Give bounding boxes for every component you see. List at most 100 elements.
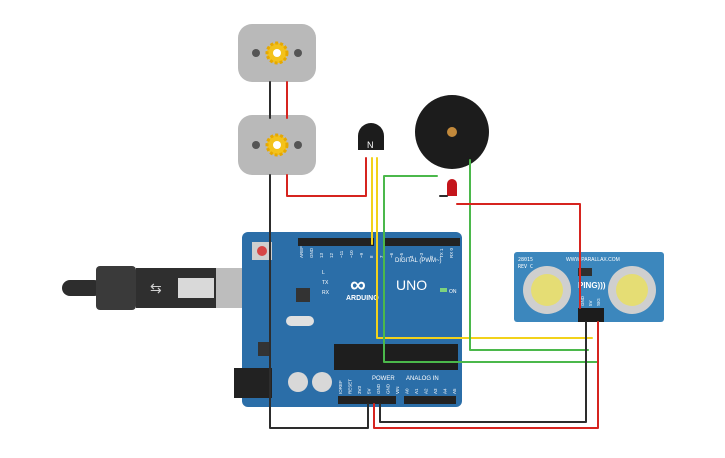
- usb-connector: [216, 268, 246, 308]
- motor-1-shaft: [273, 49, 281, 57]
- wire-led-red[interactable]: [456, 203, 581, 309]
- usb-plug-metal: [178, 278, 214, 298]
- sensor-pin-label-0: GND: [580, 295, 585, 306]
- usb-cable[interactable]: ⇆: [62, 266, 246, 310]
- led-label-0: L: [322, 270, 325, 276]
- sensor-pin-header[interactable]: [578, 308, 604, 322]
- top-pin-label-11: 4: [409, 255, 414, 258]
- motor-2-screw-right: [294, 141, 302, 149]
- sensor-indicator: [578, 268, 592, 276]
- piezo-buzzer[interactable]: [415, 95, 489, 169]
- reset-button-cap[interactable]: [257, 246, 267, 256]
- motor-2-screw-left: [252, 141, 260, 149]
- bottom-pin-label-5: GND: [386, 383, 391, 394]
- atmega-chip: [334, 344, 458, 370]
- model-label: UNO: [396, 277, 427, 293]
- dc-motor-1[interactable]: [238, 24, 316, 82]
- bottom-pin-label-12: A5: [452, 388, 457, 394]
- usb-chip: [296, 288, 310, 302]
- digital-header-right[interactable]: [384, 238, 460, 246]
- ping-ultrasonic-sensor[interactable]: 28015 REV C WWW.PARALLAX.COM PING))) GND…: [514, 252, 664, 322]
- wire-buzzer-green-2[interactable]: [469, 159, 589, 351]
- npn-transistor[interactable]: N: [358, 123, 384, 150]
- buzzer-hole: [447, 127, 457, 137]
- top-pin-labels: AREF GND 13 12 ~11 ~10 ~9 8 7 ~6 ~5 4 ~3 2 TX 1 RX 0: [299, 246, 454, 258]
- crystal: [286, 316, 314, 326]
- bottom-pin-label-0: IOREF: [338, 380, 343, 394]
- usb-cable-strain-relief: [62, 280, 102, 296]
- top-pin-label-6: ~9: [359, 252, 364, 258]
- top-pin-label-12: ~3: [419, 252, 424, 258]
- bottom-pin-label-7: A0: [405, 388, 410, 394]
- power-header-label: POWER: [372, 376, 395, 382]
- on-label: ON: [449, 289, 457, 295]
- bottom-pin-label-11: A4: [443, 388, 448, 394]
- top-pin-label-10: ~5: [399, 252, 404, 258]
- voltage-regulator: [258, 342, 270, 356]
- motor-1-screw-right: [294, 49, 302, 57]
- power-jack[interactable]: [234, 368, 272, 398]
- top-pin-label-13: 2: [429, 255, 434, 258]
- bottom-pin-label-1: RESET: [348, 379, 353, 394]
- sensor-brand: WWW.PARALLAX.COM: [566, 257, 620, 263]
- top-pin-label-0: AREF: [299, 246, 304, 258]
- sensor-transducer-right-inner: [616, 274, 648, 306]
- digital-header-label: DIGITAL (PWM~): [395, 258, 442, 264]
- status-led-labels: L TX RX: [322, 270, 330, 296]
- motor-1-screw-left: [252, 49, 260, 57]
- sensor-part-number: 28015: [518, 257, 533, 263]
- bottom-pin-labels: IOREF RESET 3V3 5V GND GND VIN A0 A1 A2 A3 A4 A5: [338, 379, 457, 394]
- power-header[interactable]: [338, 396, 396, 404]
- bottom-pin-label-6: VIN: [395, 386, 400, 394]
- usb-icon: ⇆: [150, 280, 162, 296]
- bottom-pin-label-9: A2: [424, 388, 429, 394]
- sensor-transducer-left-inner: [531, 274, 563, 306]
- usb-plug-body: [96, 266, 136, 310]
- top-pin-label-8: 7: [379, 255, 384, 258]
- bottom-pin-label-2: 3V3: [357, 385, 362, 394]
- led-body: [447, 179, 457, 196]
- top-pin-label-15: RX 0: [449, 247, 454, 258]
- wire-sensor-5v-red[interactable]: [373, 321, 599, 429]
- transistor-body: [358, 123, 384, 150]
- transistor-label: N: [367, 140, 374, 150]
- bottom-pin-label-10: A3: [433, 388, 438, 394]
- bottom-pin-label-4: GND: [376, 383, 381, 394]
- digital-header-left[interactable]: [298, 238, 374, 246]
- top-pin-label-7: 8: [369, 255, 374, 258]
- led-label-1: TX: [322, 280, 329, 286]
- sensor-name: PING))): [578, 281, 606, 290]
- top-pin-label-3: 12: [329, 252, 334, 258]
- capacitor-1: [288, 372, 308, 392]
- bottom-pin-label-3: 5V: [367, 388, 372, 394]
- analog-header[interactable]: [404, 396, 456, 404]
- infinity-logo: ∞: [350, 272, 366, 297]
- wire-sensor-signal-yellow[interactable]: [376, 157, 593, 339]
- brand-label: ARDUINO: [346, 295, 379, 302]
- wire-motor-transistor-red[interactable]: [286, 157, 367, 197]
- wire-motor-ground[interactable]: [269, 174, 369, 429]
- capacitor-2: [312, 372, 332, 392]
- sensor-revision: REV C: [518, 264, 533, 270]
- wires: [269, 81, 599, 429]
- top-pin-label-4: ~11: [339, 250, 344, 258]
- wire-sensor-gnd-black[interactable]: [379, 321, 587, 423]
- sensor-pin-label-1: 5V: [588, 300, 593, 306]
- top-pin-label-14: TX 1: [439, 248, 444, 258]
- motor-2-shaft: [273, 141, 281, 149]
- bottom-pin-label-8: A1: [414, 388, 419, 394]
- on-led: [440, 288, 447, 292]
- led-label-2: RX: [322, 290, 330, 296]
- analog-header-label: ANALOG IN: [406, 376, 439, 382]
- red-led[interactable]: [447, 179, 457, 196]
- top-pin-label-1: GND: [309, 247, 314, 258]
- top-pin-label-2: 13: [319, 252, 324, 258]
- dc-motor-2[interactable]: [238, 115, 316, 175]
- top-pin-label-9: ~6: [389, 252, 394, 258]
- sensor-pin-label-2: SIG: [596, 298, 601, 306]
- top-pin-label-5: ~10: [349, 250, 354, 258]
- arduino-uno-board[interactable]: ∞ ARDUINO UNO ON DIGITAL (PWM~) ANALOG I…: [234, 232, 462, 407]
